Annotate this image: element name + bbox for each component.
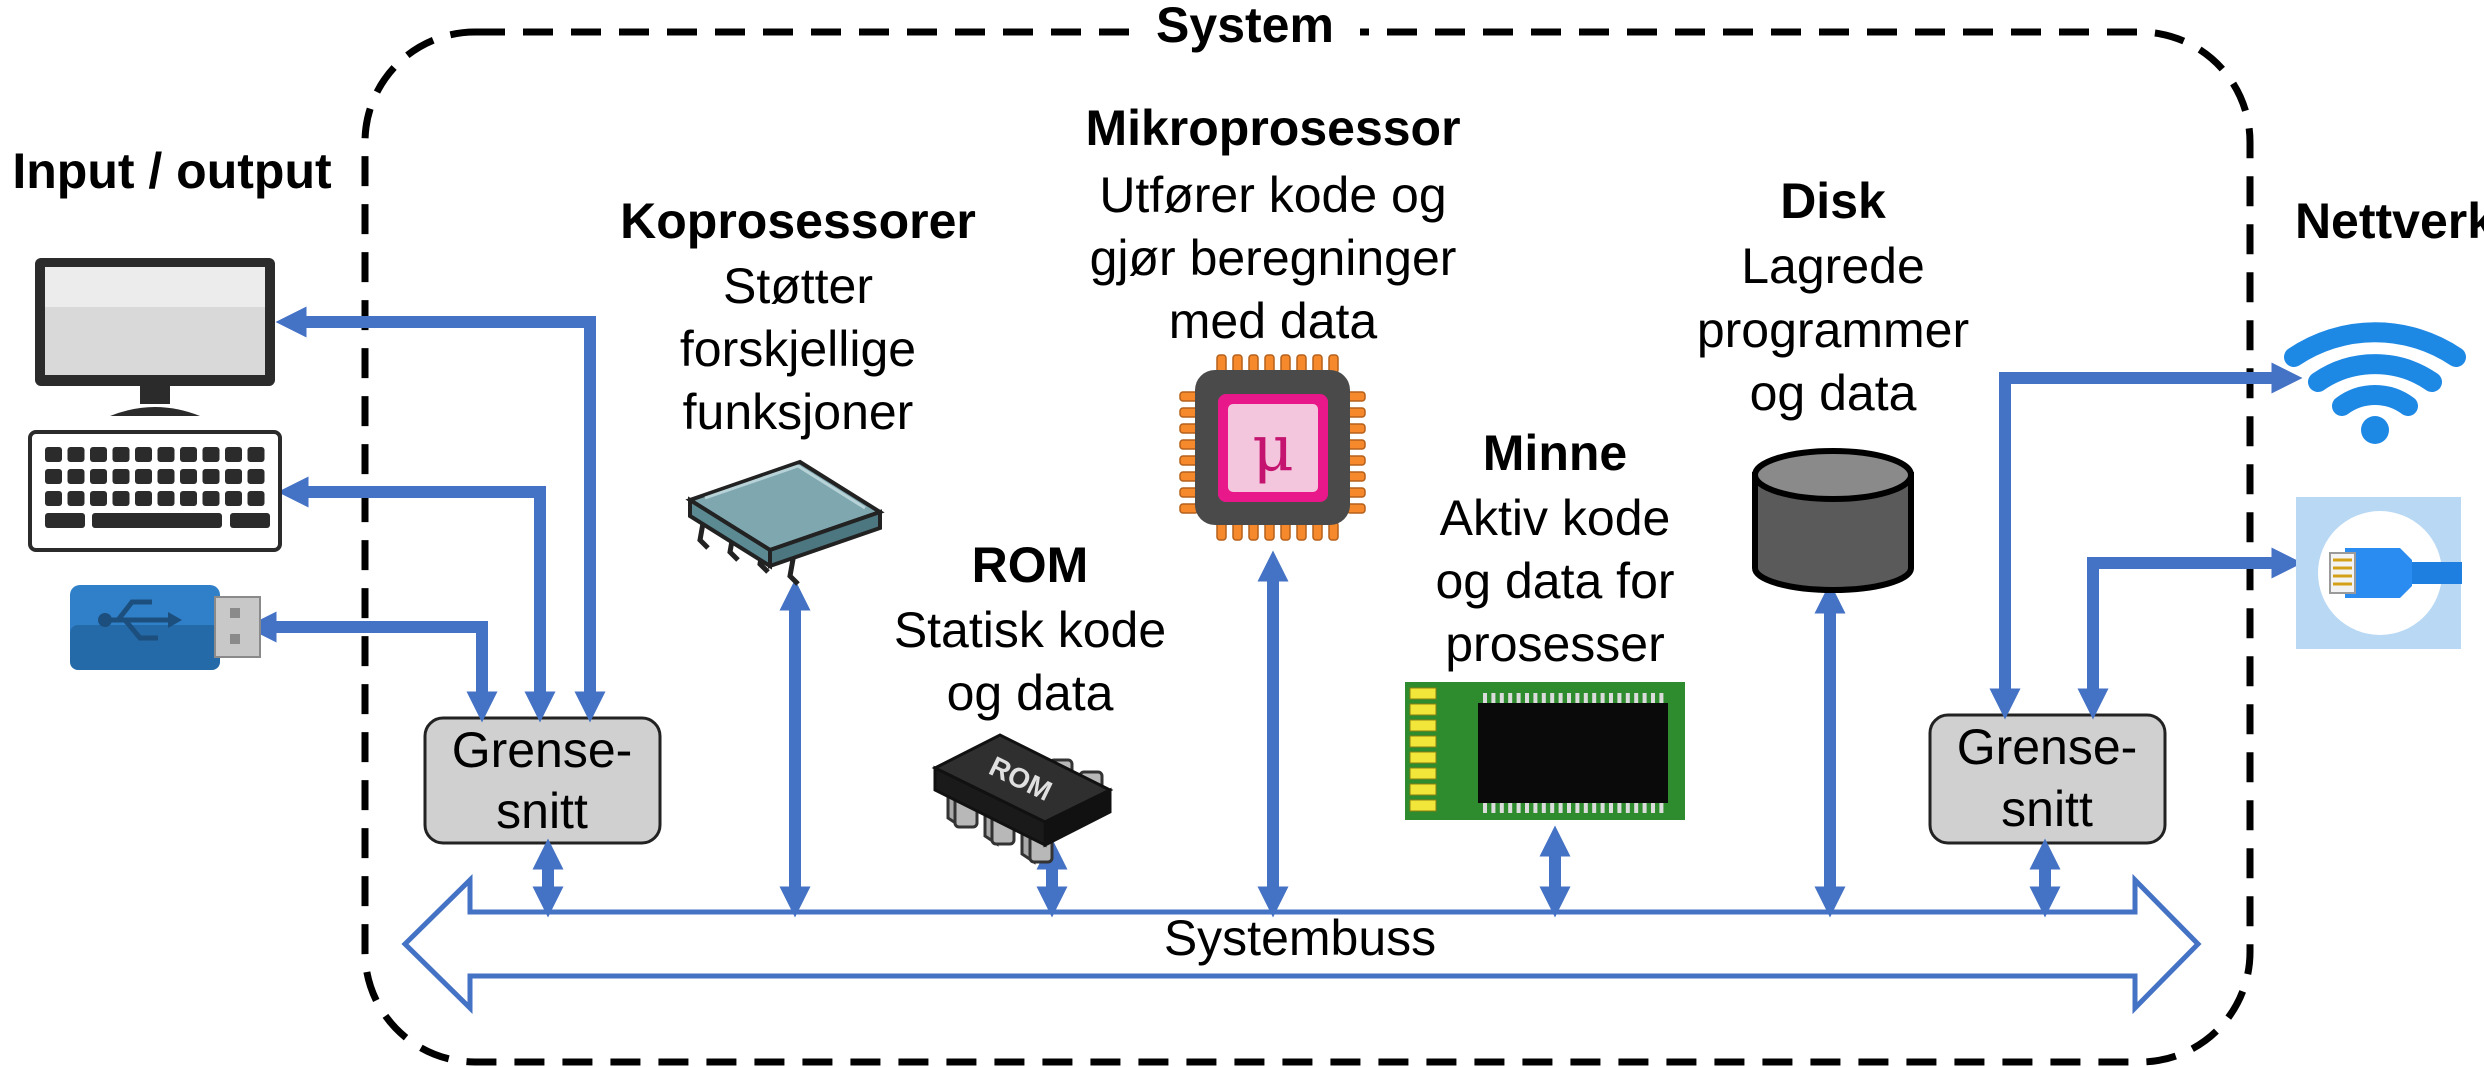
svg-text:Støtter: Støtter [723, 258, 873, 314]
wifi-arrow [1989, 362, 2303, 720]
rom-chip-icon: ROM [931, 733, 1114, 865]
svg-text:og data for: og data for [1435, 553, 1674, 609]
io-title: Input / output [12, 143, 332, 199]
svg-text:funksjoner: funksjoner [683, 384, 914, 440]
svg-text:Disk: Disk [1780, 173, 1886, 229]
rom-label: ROM Statisk kode og data [894, 537, 1166, 721]
bus-label: Systembuss [1164, 910, 1436, 966]
svg-text:Utfører kode og: Utfører kode og [1099, 167, 1446, 223]
svg-text:med data: med data [1169, 293, 1378, 349]
svg-text:Mikroprosessor: Mikroprosessor [1085, 100, 1460, 156]
ethernet-arrow [2077, 547, 2303, 720]
svg-text:Grense-: Grense- [1957, 719, 2138, 775]
svg-text:gjør beregninger: gjør beregninger [1090, 230, 1457, 286]
svg-text:Grense-: Grense- [452, 722, 633, 778]
svg-text:og data: og data [947, 665, 1114, 721]
coprocessor-chip-icon [685, 459, 885, 586]
microprocessor-label: Mikroprosessor Utfører kode og gjør bere… [1085, 100, 1460, 349]
io-interface: Grense- snitt [423, 716, 662, 845]
coprocessors-label: Koprosessorer Støtter forskjellige funks… [620, 193, 976, 440]
svg-text:Aktiv kode: Aktiv kode [1440, 490, 1671, 546]
memory-label: Minne Aktiv kode og data for prosesser [1435, 425, 1674, 672]
svg-text:ROM: ROM [972, 537, 1089, 593]
network-interface: Grense- snitt [1928, 713, 2167, 845]
svg-text:μ: μ [1252, 412, 1294, 486]
disk-label: Disk Lagrede programmer og data [1697, 173, 1969, 421]
wifi-icon [2284, 322, 2466, 444]
svg-text:Lagrede: Lagrede [1741, 238, 1925, 294]
svg-text:og data: og data [1750, 365, 1917, 421]
svg-text:programmer: programmer [1697, 302, 1969, 358]
monitor-arrow [275, 306, 606, 723]
keyboard-icon [28, 430, 282, 552]
system-title: System [1156, 0, 1334, 53]
disk-icon [1752, 448, 1914, 593]
monitor-icon [35, 258, 275, 416]
svg-text:snitt: snitt [2001, 781, 2093, 837]
ethernet-icon [2296, 497, 2462, 649]
svg-text:Statisk kode: Statisk kode [894, 602, 1166, 658]
system-bus [401, 873, 2202, 1015]
usb-arrow [245, 611, 498, 723]
microprocessor-chip-icon: μ [1179, 354, 1366, 541]
svg-text:forskjellige: forskjellige [680, 321, 916, 377]
usb-stick-icon [70, 585, 261, 670]
svg-text:Minne: Minne [1483, 425, 1627, 481]
svg-text:snitt: snitt [496, 783, 588, 839]
network-title: Nettverk [2295, 193, 2484, 249]
svg-text:prosesser: prosesser [1445, 616, 1665, 672]
memory-module-icon [1405, 682, 1685, 820]
keyboard-arrow [277, 476, 556, 723]
svg-text:Koprosessorer: Koprosessorer [620, 193, 976, 249]
